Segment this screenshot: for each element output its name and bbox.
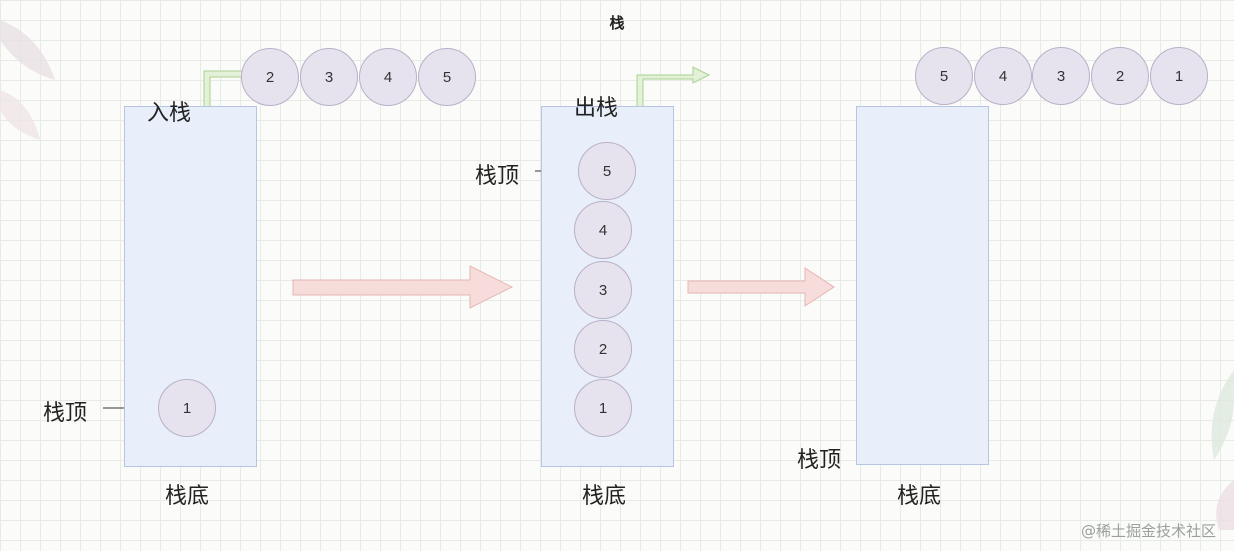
ball-in-stack: 2 xyxy=(574,320,632,378)
diagram-title: 栈 xyxy=(609,14,625,32)
ball-in-stack: 5 xyxy=(578,142,636,200)
stack-bottom-label: 栈底 xyxy=(897,484,942,509)
transition-arrow-2-icon xyxy=(687,267,835,307)
stack-bottom-label: 栈底 xyxy=(165,484,210,509)
stack-top-label: 栈顶 xyxy=(475,164,520,189)
stack-top-label: 栈顶 xyxy=(797,448,842,473)
ball-incoming: 3 xyxy=(300,48,358,106)
push-label: 入栈 xyxy=(147,101,192,126)
ball-popped: 5 xyxy=(915,47,973,105)
stack-bottom-label: 栈底 xyxy=(582,484,627,509)
ball-in-stack: 1 xyxy=(158,379,216,437)
ball-incoming: 4 xyxy=(359,48,417,106)
ball-popped: 4 xyxy=(974,47,1032,105)
ball-popped: 2 xyxy=(1091,47,1149,105)
ball-popped: 1 xyxy=(1150,47,1208,105)
ball-popped: 3 xyxy=(1032,47,1090,105)
transition-arrow-1-icon xyxy=(292,265,514,309)
watermark: @稀土掘金技术社区 xyxy=(1080,522,1216,540)
ball-incoming: 2 xyxy=(241,48,299,106)
leaf-decoration-icon xyxy=(0,20,55,140)
pop-label: 出栈 xyxy=(574,96,619,121)
ball-in-stack: 4 xyxy=(574,201,632,259)
leaf-decoration-right-icon xyxy=(1211,370,1234,530)
stack-top-label: 栈顶 xyxy=(43,401,88,426)
ball-in-stack: 3 xyxy=(574,261,632,319)
stack-container-3 xyxy=(856,106,989,465)
ball-in-stack: 1 xyxy=(574,379,632,437)
ball-incoming: 5 xyxy=(418,48,476,106)
